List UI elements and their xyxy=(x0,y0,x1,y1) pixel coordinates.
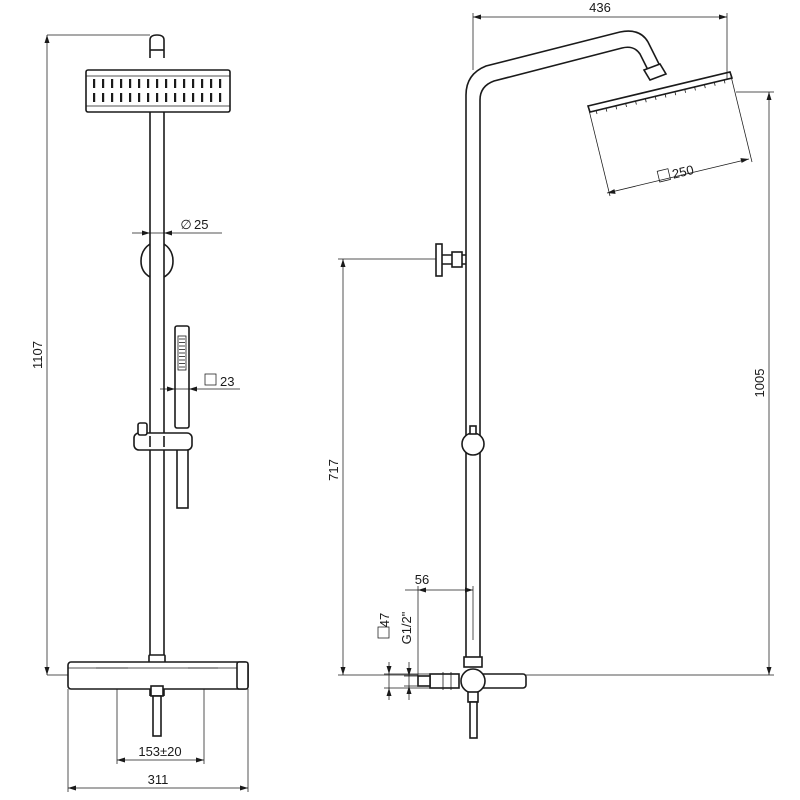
side-slider xyxy=(461,425,485,456)
dimension-arm-reach: 436 xyxy=(472,0,728,80)
dimension-thread: G1/2" xyxy=(399,611,418,700)
dimension-head-height: 1005 xyxy=(526,91,774,676)
front-hand-shower xyxy=(174,325,190,509)
nozzle xyxy=(694,86,696,91)
nozzle xyxy=(138,93,141,102)
nozzle xyxy=(129,93,132,102)
nozzle xyxy=(703,84,706,89)
front-slider xyxy=(133,422,193,451)
dimension-thread-label: G1/2" xyxy=(399,611,414,644)
hand-shower-nozzle-pattern xyxy=(179,338,185,368)
nozzle xyxy=(138,79,141,88)
nozzle xyxy=(634,100,637,105)
nozzle xyxy=(201,93,204,102)
side-nozzle-pattern xyxy=(595,79,726,115)
dimension-connection-square-label: 47 xyxy=(377,613,392,627)
nozzle xyxy=(102,93,105,102)
nozzle xyxy=(201,79,204,88)
nozzle xyxy=(120,79,123,88)
front-mixer-body xyxy=(67,661,249,737)
dimension-total-height: 1107 xyxy=(30,34,150,676)
side-view: 436 250 1005 xyxy=(326,0,774,739)
side-riser-and-arm xyxy=(465,30,661,660)
nozzle xyxy=(192,93,195,102)
nozzle xyxy=(102,79,105,88)
nozzle xyxy=(664,93,667,98)
nozzle xyxy=(219,93,222,102)
nozzle xyxy=(219,79,222,88)
front-nozzle-pattern xyxy=(93,79,222,102)
dimension-bar-diameter: ∅ 25 xyxy=(132,217,222,236)
front-view: 1107 ∅ 25 23 153±20 xyxy=(30,34,249,792)
dimension-outlet-height-label: 717 xyxy=(326,459,341,481)
dimension-head-height-label: 1005 xyxy=(752,369,767,398)
nozzle xyxy=(156,79,159,88)
front-wall-bracket xyxy=(140,243,174,278)
dimension-offset-label: 56 xyxy=(415,572,429,587)
nozzle xyxy=(156,93,159,102)
nozzle xyxy=(674,91,677,96)
dimension-bar-diameter-label: 25 xyxy=(194,217,208,232)
nozzle xyxy=(165,93,168,102)
front-shower-head xyxy=(85,69,231,113)
dimension-head-size: 250 xyxy=(587,71,753,197)
dimension-offset: 56 xyxy=(405,572,474,676)
diameter-symbol: ∅ xyxy=(180,217,191,232)
nozzle xyxy=(723,79,726,84)
nozzle xyxy=(595,109,598,115)
dimension-mixer-width-label: 311 xyxy=(148,772,169,787)
nozzle xyxy=(147,79,150,88)
side-mixer xyxy=(417,656,527,739)
nozzle xyxy=(192,79,195,88)
nozzle xyxy=(210,93,213,102)
nozzle xyxy=(684,88,687,93)
square-symbol-head xyxy=(656,168,671,183)
nozzle xyxy=(93,79,96,88)
nozzle xyxy=(174,93,177,102)
nozzle xyxy=(111,79,114,88)
dimension-arm-reach-label: 436 xyxy=(589,0,611,15)
nozzle xyxy=(93,93,96,102)
nozzle xyxy=(654,95,657,100)
side-shower-head xyxy=(586,63,734,115)
dimension-total-height-label: 1107 xyxy=(30,341,45,369)
dimension-spacing: 153±20 xyxy=(116,689,205,764)
nozzle xyxy=(615,105,618,110)
dimension-connection-square: 47 xyxy=(377,613,430,700)
square-symbol-connection xyxy=(377,626,390,639)
nozzle xyxy=(174,79,177,88)
nozzle xyxy=(120,93,123,102)
front-riser-pipe xyxy=(149,34,165,660)
nozzle xyxy=(625,102,627,108)
nozzle xyxy=(111,93,114,102)
nozzle xyxy=(644,98,647,103)
dimension-spacing-label: 153±20 xyxy=(138,744,181,759)
dimension-outlet-height: 717 xyxy=(326,258,436,676)
dimension-handshower-label: 23 xyxy=(220,374,234,389)
nozzle xyxy=(165,79,168,88)
dimension-handshower: 23 xyxy=(160,373,240,392)
nozzle xyxy=(183,93,186,102)
dimension-mixer-width: 311 xyxy=(67,689,249,792)
nozzle xyxy=(129,79,132,88)
nozzle xyxy=(605,107,608,112)
nozzle xyxy=(210,79,213,88)
dimension-head-size-label: 250 xyxy=(671,162,696,182)
nozzle xyxy=(183,79,186,88)
side-wall-bracket xyxy=(435,243,466,277)
nozzle xyxy=(713,81,716,86)
nozzle xyxy=(147,93,150,102)
square-symbol xyxy=(204,373,217,386)
